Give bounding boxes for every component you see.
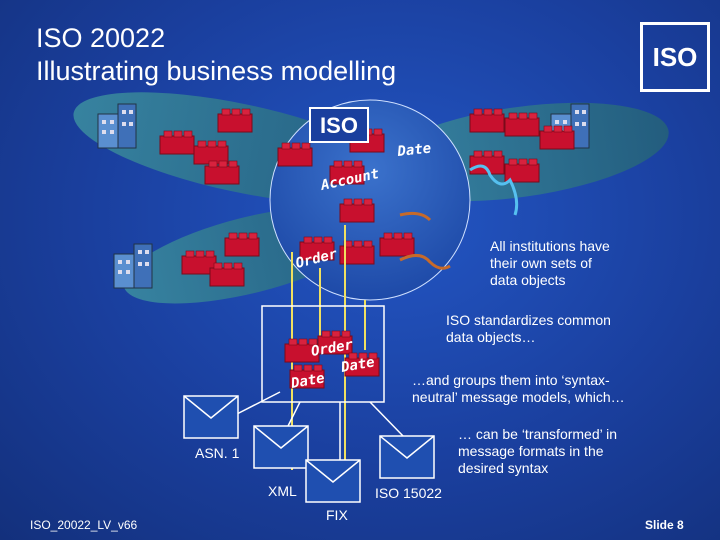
envelope-icon-asn1 — [183, 395, 239, 439]
envelope-icon-fix — [305, 459, 361, 503]
brick-icon — [224, 232, 260, 257]
note-line: All institutions have — [490, 238, 610, 254]
building-icon-2 — [113, 243, 153, 289]
note-line: …and groups them into ‘syntax- — [412, 372, 610, 388]
format-label-iso15022: ISO 15022 — [375, 485, 442, 501]
brick-icon — [209, 262, 245, 287]
note-groups: …and groups them into ‘syntax- neutral’ … — [412, 372, 625, 406]
format-label-xml: XML — [268, 483, 297, 499]
center-iso-logo-text: ISO — [320, 113, 358, 138]
squiggle-arrow — [469, 164, 519, 216]
tag-date-box-right: Date — [339, 354, 376, 376]
tag-date-top: Date — [396, 141, 432, 161]
footer-slide-number: Slide 8 — [645, 518, 684, 532]
note-line: data objects — [490, 272, 566, 288]
brick-icon — [193, 140, 229, 165]
format-label-asn1: ASN. 1 — [195, 445, 240, 461]
center-iso-logo — [309, 107, 369, 143]
iso-logo-text: ISO — [652, 41, 698, 72]
brick-icon — [277, 142, 313, 167]
note-line: ISO standardizes common — [446, 312, 611, 328]
note-institutions: All institutions have their own sets of … — [490, 238, 610, 289]
slide-title: ISO 20022 Illustrating business modellin… — [36, 22, 396, 88]
note-iso-standardizes: ISO standardizes common data objects… — [446, 312, 611, 346]
footer-doc-id: ISO_20022_LV_v66 — [30, 518, 138, 532]
brick-icon — [159, 130, 195, 155]
note-line: message formats in the — [458, 443, 604, 459]
tag-date-box-left: Date — [289, 370, 326, 392]
brick-icon — [504, 112, 540, 137]
brick-icon — [469, 108, 505, 133]
note-transformed: … can be ‘transformed’ in message format… — [458, 426, 617, 477]
envelope-icon-iso15022 — [379, 435, 435, 479]
note-line: desired syntax — [458, 460, 549, 476]
squiggle-arrow — [399, 254, 451, 270]
brick-icon — [379, 232, 415, 257]
format-label-fix: FIX — [326, 507, 348, 523]
squiggle-arrow — [399, 211, 432, 222]
brick-icon — [204, 160, 240, 185]
title-line-2: Illustrating business modelling — [36, 56, 397, 86]
note-line: … can be ‘transformed’ in — [458, 426, 617, 442]
message-model-box — [261, 305, 385, 403]
note-line: their own sets of — [490, 255, 592, 271]
title-line-1: ISO 20022 — [36, 23, 166, 53]
brick-icon — [217, 108, 253, 133]
note-line: data objects… — [446, 329, 536, 345]
brick-icon — [539, 125, 575, 150]
note-line: neutral’ message models, which… — [412, 389, 625, 405]
tag-order-box: Order — [310, 337, 355, 360]
brick-icon — [339, 198, 375, 223]
iso-logo: ISO — [640, 22, 710, 92]
envelope-icon-xml — [253, 425, 309, 469]
